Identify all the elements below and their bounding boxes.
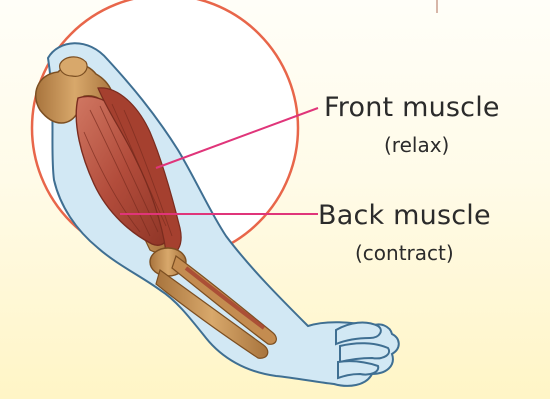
shoulder-joint [60, 57, 87, 76]
front-muscle-state: (relax) [384, 133, 449, 157]
back-muscle-state: (contract) [355, 241, 454, 265]
back-muscle-label: Back muscle [318, 200, 491, 231]
front-muscle-label: Front muscle [324, 92, 500, 123]
